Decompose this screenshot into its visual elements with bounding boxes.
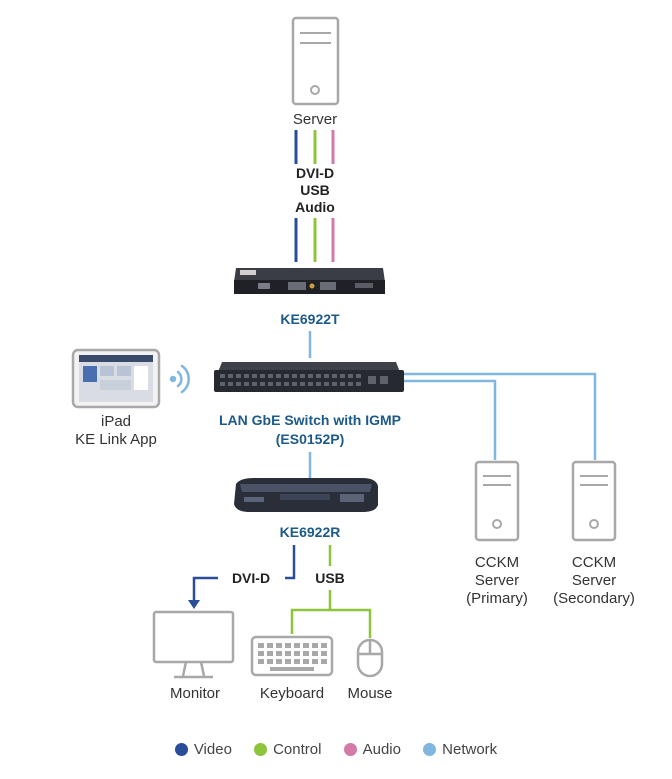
monitor-icon bbox=[152, 610, 235, 679]
server-icon bbox=[291, 16, 340, 106]
switch-label: LAN GbE Switch with IGMP bbox=[219, 412, 401, 428]
legend-dot bbox=[174, 743, 188, 756]
ipad-label: iPad bbox=[100, 413, 132, 430]
cckm-secondary-label-line2: Server bbox=[571, 572, 617, 589]
signal-audio-label: Audio bbox=[295, 199, 335, 215]
legend-item-video: Video bbox=[174, 741, 232, 758]
receiver-device-icon bbox=[234, 478, 378, 512]
keyboard-icon bbox=[250, 635, 334, 677]
cckm-primary-label-line2: Server bbox=[474, 572, 520, 589]
signal-usb-label: USB bbox=[300, 182, 330, 198]
cckm-primary-server-icon bbox=[474, 460, 520, 542]
usb-line-branch bbox=[290, 590, 332, 634]
transmitter-device-icon bbox=[234, 268, 385, 294]
mouse-label: Mouse bbox=[347, 685, 393, 702]
server-label: Server bbox=[292, 111, 338, 128]
receiver-output-lines bbox=[192, 545, 372, 638]
dvi-line bbox=[285, 545, 296, 580]
legend-label: Video bbox=[193, 741, 232, 758]
keyboard-label: Keyboard bbox=[259, 685, 325, 702]
network-lines bbox=[308, 331, 597, 480]
legend: Video Control Audio Network bbox=[0, 741, 672, 760]
legend-dot bbox=[254, 743, 268, 756]
cckm-primary-label-line1: CCKM bbox=[474, 554, 520, 571]
cckm-primary-label-line3: (Primary) bbox=[466, 590, 528, 607]
legend-label: Control bbox=[273, 741, 322, 758]
cckm-secondary-label-line3: (Secondary) bbox=[553, 590, 635, 607]
switch-model-label: (ES0152P) bbox=[275, 431, 345, 447]
mouse-icon bbox=[356, 638, 384, 678]
legend-item-audio: Audio bbox=[343, 741, 401, 758]
transmitter-label: KE6922T bbox=[280, 311, 340, 327]
rx-usb-label: USB bbox=[315, 570, 345, 586]
switch-device-icon bbox=[214, 362, 404, 392]
monitor-label: Monitor bbox=[169, 685, 221, 702]
ipad-app-label: KE Link App bbox=[75, 431, 157, 448]
legend-item-network: Network bbox=[423, 741, 497, 758]
cckm-secondary-label-line1: CCKM bbox=[571, 554, 617, 571]
wireless-signal-icon bbox=[169, 364, 190, 394]
legend-dot bbox=[423, 743, 437, 756]
arrow-head-icon bbox=[188, 600, 200, 609]
ipad-icon bbox=[71, 348, 161, 409]
legend-item-control: Control bbox=[254, 741, 321, 758]
dvi-line-to-monitor bbox=[192, 576, 218, 602]
server-signal-lines bbox=[294, 130, 335, 262]
legend-dot bbox=[343, 743, 357, 756]
usb-line-branch-mouse bbox=[330, 608, 372, 638]
receiver-label: KE6922R bbox=[279, 524, 341, 540]
legend-label: Network bbox=[442, 741, 498, 758]
rx-dvi-label: DVI-D bbox=[231, 570, 271, 586]
cckm-secondary-server-icon bbox=[571, 460, 617, 542]
signal-dvi-label: DVI-D bbox=[295, 165, 335, 181]
legend-label: Audio bbox=[362, 741, 401, 758]
